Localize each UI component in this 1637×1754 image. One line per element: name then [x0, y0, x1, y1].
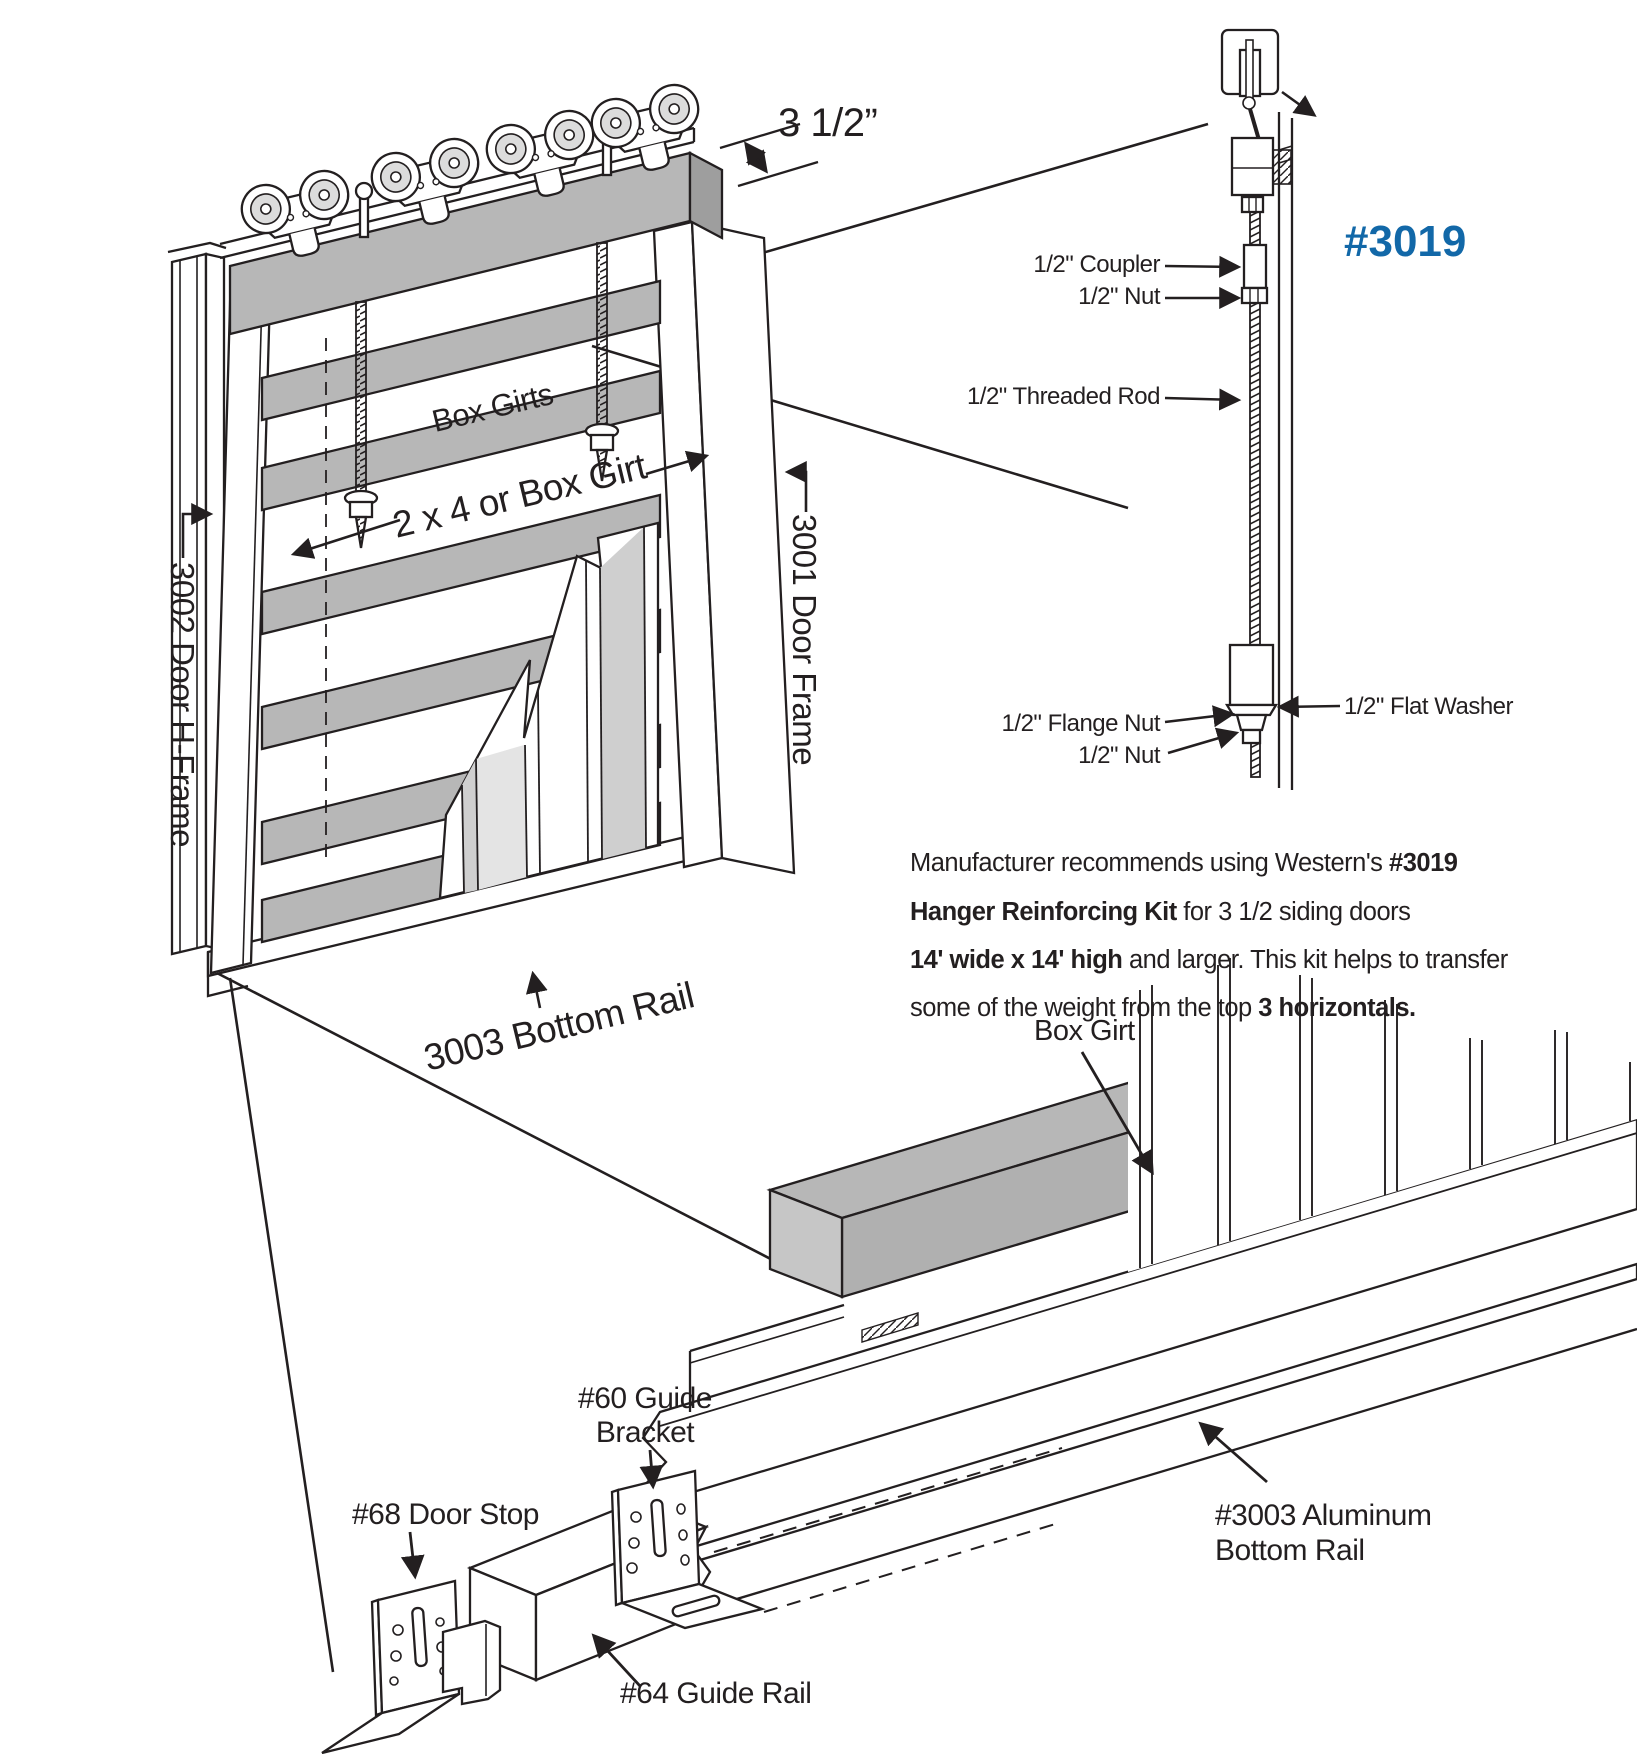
kit-number-label: #3019 [1344, 217, 1467, 266]
threaded-rod-label: 1/2" Threaded Rod [966, 383, 1161, 410]
dimension-lines [719, 122, 819, 188]
hanger-kit-illustration [1164, 28, 1341, 790]
coupler-label: 1/2" Coupler [1033, 251, 1160, 278]
bottom-callout-arrows [400, 1051, 1268, 1687]
recommendation-note: Manufacturer recommends using Western's … [910, 831, 1508, 1041]
note-line: Hanger Reinforcing Kit for 3 1/2 siding … [910, 897, 1411, 926]
top-nut-label: 1/2" Nut [1078, 283, 1160, 310]
bottom-nut-label: 1/2" Nut [1078, 742, 1160, 769]
door-frame-illustration [167, 78, 819, 1009]
label-leader-lines [181, 450, 808, 1009]
note-line: 14' wide x 14' high and larger. This kit… [910, 945, 1508, 974]
siding-panel [438, 521, 660, 900]
rod-callout-arrows [1164, 255, 1341, 755]
box-girt-detail-label: Box Girt [1034, 1015, 1135, 1047]
door-frame-label: 3001 Door Frame [786, 514, 823, 766]
aluminum-bottom-rail-label: #3003 Aluminum Bottom Rail [1215, 1499, 1432, 1567]
box-girt-3d [766, 1081, 1204, 1299]
guide-bracket-3d [610, 1469, 766, 1630]
door-siding [1128, 940, 1637, 1272]
note-line: Manufacturer recommends using Western's … [910, 849, 1458, 878]
flat-washer-label: 1/2" Flat Washer [1344, 693, 1514, 720]
h-frame-label: 3002 Door H-Frame [164, 562, 201, 847]
flange-nut-label: 1/2" Flange Nut [1001, 710, 1161, 737]
door-stop-3d [321, 1579, 502, 1754]
guide-bracket-label: #60 Guide Bracket [578, 1382, 712, 1449]
dimension-label: 3 1/2” [778, 101, 878, 145]
guide-rail-label: #64 Guide Rail [620, 1677, 812, 1710]
note-line: some of the weight from the top 3 horizo… [910, 994, 1416, 1023]
bottom-rail-illustration [321, 940, 1637, 1754]
door-stop-label: #68 Door Stop [352, 1498, 539, 1531]
